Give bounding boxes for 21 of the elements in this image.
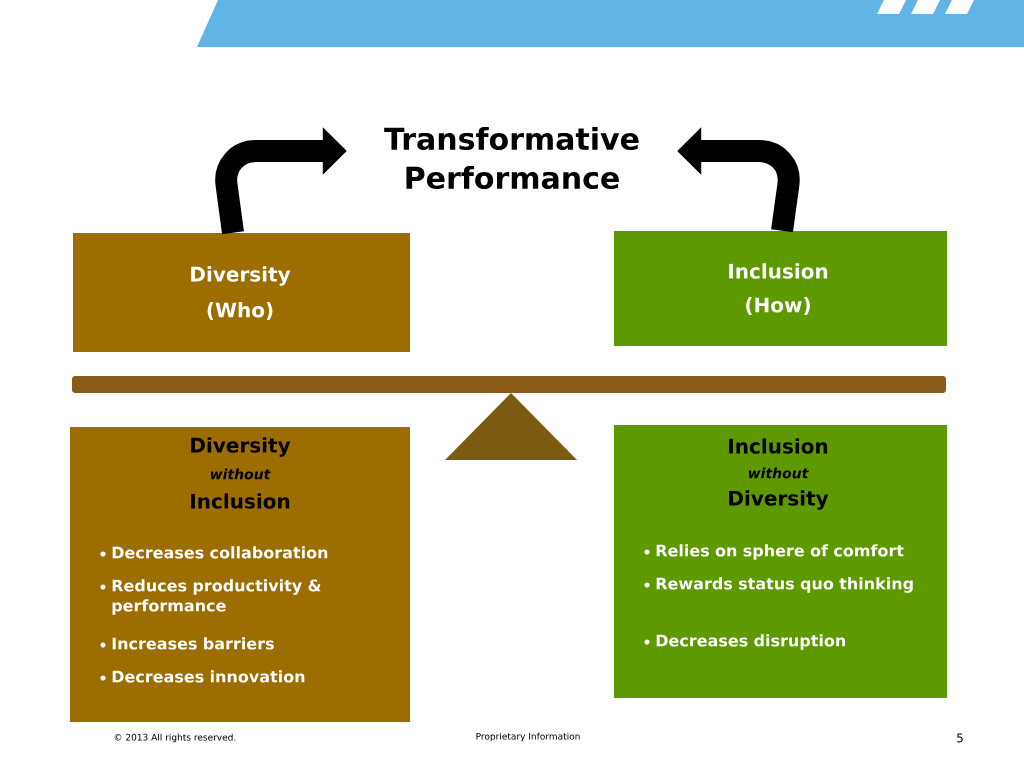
panel-heading: without: [748, 467, 809, 479]
heading: Transformative Performance: [384, 126, 639, 190]
box-label: Diversity: [191, 266, 291, 286]
bullet-item: Relies on sphere of comfort: [644, 544, 904, 560]
panel-heading: Diversity: [729, 490, 829, 510]
box-label: (How): [746, 297, 810, 315]
footer-text: Proprietary Information: [476, 732, 580, 742]
panel-heading: Diversity: [191, 437, 291, 457]
bullet-item: Decreases collaboration: [100, 546, 328, 559]
bullet-item: Decreases disruption: [644, 634, 846, 650]
bullet-item: Increases barriers: [100, 637, 274, 650]
bullet-item: Reduces productivity & performance: [100, 579, 321, 615]
footer-text: © 2013 All rights reserved.: [114, 733, 236, 743]
box-label: (Who): [207, 302, 273, 320]
panel-heading: without: [210, 468, 271, 480]
footer-text: 5: [957, 733, 963, 743]
panel-heading: Inclusion: [191, 493, 290, 509]
box-label: Inclusion: [729, 263, 828, 279]
bullet-item: Decreases innovation: [100, 670, 305, 683]
bullet-item: Rewards status quo thinking: [644, 577, 913, 593]
panel-heading: Inclusion: [729, 438, 828, 454]
